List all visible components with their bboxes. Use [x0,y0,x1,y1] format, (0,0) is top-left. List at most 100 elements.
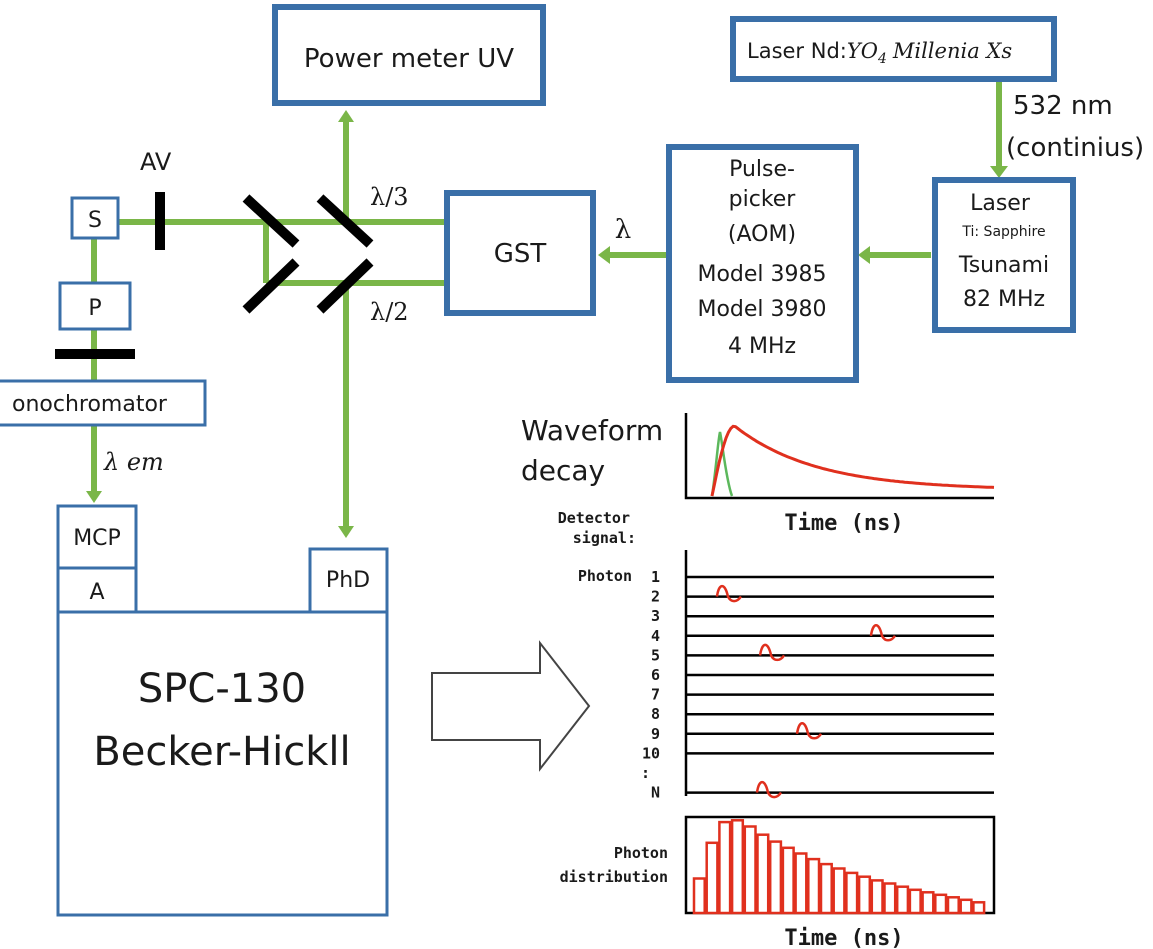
mirror-lower-left [242,258,300,314]
mirror-upper-left [242,194,300,248]
pulse-picker-box: Pulse- picker (AOM) Model 3985 Model 398… [666,144,859,383]
histogram-bar [895,885,910,915]
distribution-axis-label: Time (ns) [784,926,903,949]
histogram-bar [959,898,973,915]
photon-row-label: 7 [651,686,660,704]
histogram-bar [768,840,783,915]
photon-row-label: 5 [651,646,660,664]
waveform-panel: Waveform decay Time (ns) [521,413,995,536]
signal-label: signal: [573,529,636,547]
spc-model-label: SPC-130 [138,666,306,712]
s-box: S [70,196,120,240]
pulse-picker-line-6: 4 MHz [728,334,796,359]
spc-maker-label: Becker-Hickll [93,729,350,775]
power-meter-box: Power meter UV [272,4,546,106]
histogram-bar [908,888,922,915]
ti-sapphire-box: Laser Ti: Sapphire Tsunami 82 MHz [932,177,1076,333]
wavelength-532-label: 532 nm [1013,91,1113,121]
lambda-label: λ [615,215,631,245]
decay-curve [710,424,995,497]
histogram-bar [819,862,833,915]
photon-row-label: 1 [651,568,660,586]
histogram-bar [756,833,770,915]
gst-label: GST [494,239,547,269]
beam-phd-arrowhead [338,526,354,538]
pulse-picker-line-4: Model 3985 [697,262,826,287]
continuous-label: (continius) [1006,133,1144,163]
mcp-label: MCP [73,526,121,551]
beam-532-arrowhead [990,166,1008,178]
ti-laser-label: Laser [970,191,1031,216]
big-arrow-icon [431,640,591,772]
histogram-bar [870,879,884,915]
phd-box: PhD [308,547,389,614]
gst-box: GST [444,190,596,316]
photon-row-label: N [651,784,660,802]
p-label: P [88,296,101,321]
excitation-pulse-curve [710,431,734,497]
histogram-bar [857,875,872,915]
histogram-bar [705,841,719,915]
beam-mcp-arrowhead [86,491,102,503]
beam-ti-arrowhead [858,246,870,264]
beam-paths [86,82,1008,538]
histogram-bar [934,893,948,915]
s-label: S [88,208,102,233]
ti-sapphire-label: Ti: Sapphire [961,224,1045,240]
photon-row-label: 6 [651,666,660,684]
decay-label: decay [521,454,605,487]
histogram-bars [692,819,986,915]
monochromator-label: onochromator [12,392,168,417]
pulse-picker-line-1: Pulse- [729,157,795,182]
waveform-axis-label: Time (ns) [784,511,903,536]
power-meter-label: Power meter UV [304,44,514,74]
histogram-bar [946,896,960,915]
waveform-label: Waveform [521,414,663,447]
lambda-em-label: λ em [103,448,164,476]
pulse-picker-line-5: Model 3980 [697,297,826,322]
pulse-picker-line-2: picker [729,187,797,212]
mirror-lower-right [316,258,374,314]
histogram-bar [883,882,897,915]
distribution-label-2: distribution [560,868,668,886]
photon-row-label: 8 [651,705,660,723]
photon-pulse [795,722,823,740]
lambda-third-label: λ/3 [370,183,409,211]
distribution-label-1: Photon [614,844,668,862]
a-label: A [89,580,104,605]
photon-row-label: 9 [651,725,660,743]
histogram-bar [832,867,846,915]
photon-label: Photon [578,567,632,585]
phd-label: PhD [326,568,370,593]
mcp-box: MCP [56,504,138,570]
ti-rate-label: 82 MHz [963,287,1045,312]
mirror-upper-right [316,194,374,248]
detector-label: Detector [558,509,630,527]
a-box: A [56,566,138,614]
photon-row-label: 2 [651,588,660,606]
photon-pulse [758,643,786,662]
histogram-bar [972,901,986,915]
photon-pulse [755,780,783,799]
monochromator-box: onochromator [0,379,207,427]
histogram-bar [794,852,808,915]
p-box: P [58,281,132,331]
histogram-bar [921,891,935,915]
histogram-bar [730,819,745,915]
av-label: AV [140,148,172,176]
waveform-axes [684,413,994,500]
lambda-half-label: λ/2 [370,298,409,326]
histogram-bar [718,820,732,915]
spc-box: SPC-130 Becker-Hickll [56,610,389,917]
histogram-bar [743,825,757,915]
beam-picker-arrowhead [598,246,610,264]
beam-power-arrowhead [338,110,354,122]
tsunami-label: Tsunami [958,253,1049,278]
histogram-bar [807,857,821,915]
histogram-bar [692,877,706,915]
